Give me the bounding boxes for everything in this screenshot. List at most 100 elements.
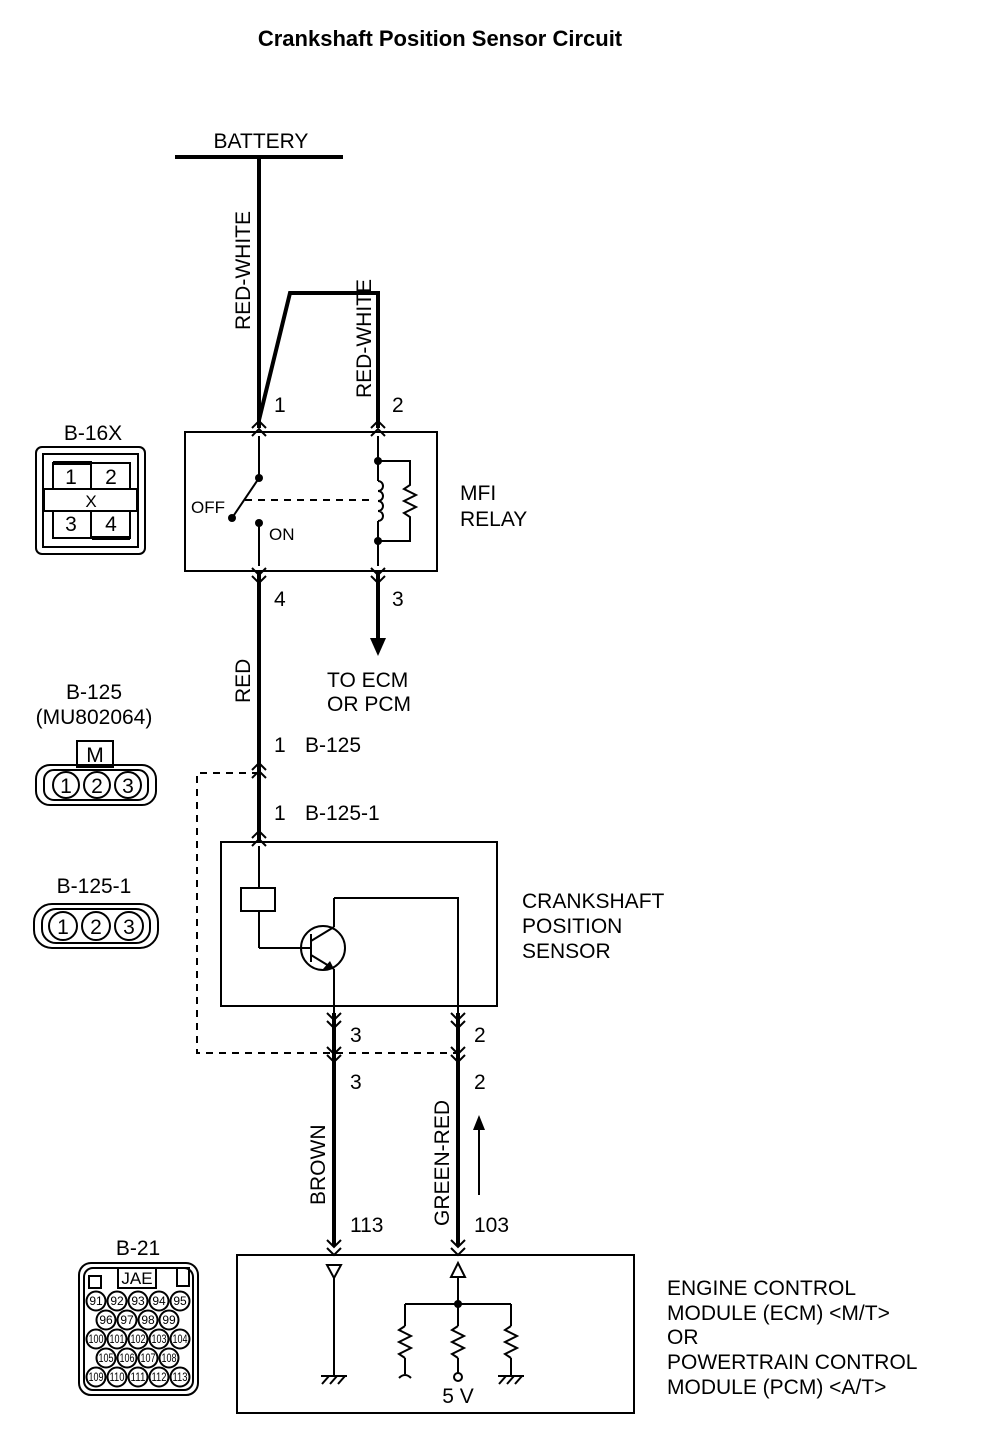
b21-pin-circle (95, 1347, 117, 1369)
b21-pin-circle (116, 1309, 138, 1331)
b21-pin-circle (85, 1290, 107, 1312)
ecm-name-line2: MODULE (ECM) <M/T> (667, 1302, 890, 1325)
battery-label: BATTERY (214, 130, 309, 153)
b125-1-pin-2: 2 (90, 916, 102, 939)
b21-pin-94: 94 (152, 1294, 166, 1308)
b125-1-name-label: B-125-1 (305, 802, 380, 825)
relay-pin-3: 3 (392, 588, 404, 611)
wire-sensor-signal: 2 2 GREEN-RED 103 (431, 1012, 509, 1257)
b21-pin-105: 105 (99, 1351, 114, 1365)
relay-name-line1: MFI (460, 482, 496, 505)
wire-battery-feed: RED-WHITE (232, 157, 261, 428)
wire-color-relay-coil-feed: RED-WHITE (353, 279, 376, 398)
shield-line (196, 772, 456, 1054)
diagram-title: Crankshaft Position Sensor Circuit (258, 26, 623, 51)
relay-on-label: ON (269, 525, 295, 544)
ecm-name-line4: POWERTRAIN CONTROL (667, 1351, 917, 1374)
connector-b125-1-label: B-125-1 (57, 875, 132, 898)
b21-pin-circle (148, 1366, 170, 1388)
b21-pin-109: 109 (89, 1370, 104, 1384)
ecm-pin-113: 113 (350, 1214, 383, 1237)
b21-key-jae: JAE (121, 1269, 152, 1288)
b21-pin-circle (169, 1366, 191, 1388)
relay-pin-2: 2 (392, 394, 404, 417)
b21-pin-110: 110 (110, 1370, 125, 1384)
wire-color-battery-feed: RED-WHITE (232, 211, 255, 330)
sensor-name-line1: CRANKSHAFT (522, 890, 665, 913)
b125-pin-3: 3 (122, 775, 134, 798)
connector-b16x: B-16X 1 2 X 3 4 (35, 422, 146, 555)
b21-pin-113: 113 (173, 1370, 188, 1384)
connector-b125-1: B-125-1 1 2 3 (33, 875, 159, 949)
wire-to-ecm: TO ECM OR PCM (327, 571, 411, 716)
to-ecm-line1: TO ECM (327, 669, 408, 692)
to-ecm-line2: OR PCM (327, 693, 411, 716)
ecm-module: 5 V ENGINE CONTROL MODULE (ECM) <M/T> OR… (236, 1254, 917, 1414)
wire-color-sensor-ground: BROWN (307, 1125, 330, 1206)
connector-b125-label: B-125 (66, 681, 122, 704)
relay-pin-1: 1 (274, 394, 286, 417)
b21-pin-circle (116, 1347, 138, 1369)
relay-terminals-bottom: 4 3 (251, 567, 404, 611)
b21-pin-circle (169, 1328, 191, 1350)
b21-pin-102: 102 (131, 1332, 146, 1346)
wire-color-relay-output: RED (232, 659, 255, 703)
b21-pin-circle (85, 1328, 107, 1350)
b16x-key-x: X (85, 492, 96, 511)
crankshaft-position-sensor: CRANKSHAFT POSITION SENSOR (220, 841, 665, 1013)
b125-1-pin-3: 3 (123, 916, 135, 939)
b21-pin-circle (106, 1290, 128, 1312)
b21-pin-101: 101 (110, 1332, 125, 1346)
wire-relay-coil-feed: RED-WHITE (257, 279, 380, 428)
signal-direction-arrow-icon (473, 1115, 485, 1130)
relay-terminals-top: 1 2 (251, 394, 404, 437)
sensor-pin-2-lower: 2 (474, 1071, 486, 1094)
sensor-name-line3: SENSOR (522, 940, 611, 963)
b21-pin-108: 108 (162, 1351, 177, 1365)
ecm-name-line3: OR (667, 1326, 699, 1349)
b21-pin-91: 91 (89, 1294, 103, 1308)
b21-pin-circle (148, 1290, 170, 1312)
wire-sensor-ground: 3 3 BROWN 113 (307, 1012, 383, 1257)
b21-pin-100: 100 (89, 1332, 104, 1346)
b21-pin-circle (127, 1290, 149, 1312)
battery: BATTERY (175, 130, 343, 159)
sensor-pin-2-upper: 2 (474, 1024, 486, 1047)
connector-b125-part: (MU802064) (36, 706, 153, 729)
b21-pin-104: 104 (173, 1332, 188, 1346)
b125-pin-1: 1 (60, 775, 72, 798)
b21-pin-107: 107 (141, 1351, 156, 1365)
b21-pin-circle (158, 1347, 180, 1369)
b21-pin-circle (106, 1366, 128, 1388)
b21-pin-circle (148, 1328, 170, 1350)
b21-pin-92: 92 (110, 1294, 124, 1308)
relay-off-label: OFF (191, 498, 225, 517)
sensor-name-line2: POSITION (522, 915, 622, 938)
b21-pin-97: 97 (120, 1313, 134, 1327)
b125-1-pin-label: 1 (274, 802, 286, 825)
b125-1-pin-1: 1 (57, 916, 69, 939)
ground-icon (321, 1375, 347, 1385)
b21-pin-93: 93 (131, 1294, 145, 1308)
sensor-pin-3-upper: 3 (350, 1024, 362, 1047)
b16x-pin-2: 2 (105, 466, 117, 489)
b21-pin-circle (158, 1309, 180, 1331)
b21-pin-circle (137, 1347, 159, 1369)
b21-pin-circle (127, 1366, 149, 1388)
b21-pin-circle (95, 1309, 117, 1331)
b21-pin-112: 112 (152, 1370, 167, 1384)
b21-pin-circle (127, 1328, 149, 1350)
ecm-name-line1: ENGINE CONTROL (667, 1277, 856, 1300)
ecm-pin-103: 103 (474, 1214, 509, 1237)
connector-b21-label: B-21 (116, 1237, 160, 1260)
ground-icon (498, 1375, 524, 1385)
b21-pin-96: 96 (99, 1313, 113, 1327)
b21-pin-circle (137, 1309, 159, 1331)
ecm-name-line5: MODULE (PCM) <A/T> (667, 1376, 886, 1399)
b21-pin-95: 95 (173, 1294, 187, 1308)
mfi-relay: OFF ON MFI RELAY (184, 431, 527, 572)
connector-b16x-label: B-16X (64, 422, 122, 445)
